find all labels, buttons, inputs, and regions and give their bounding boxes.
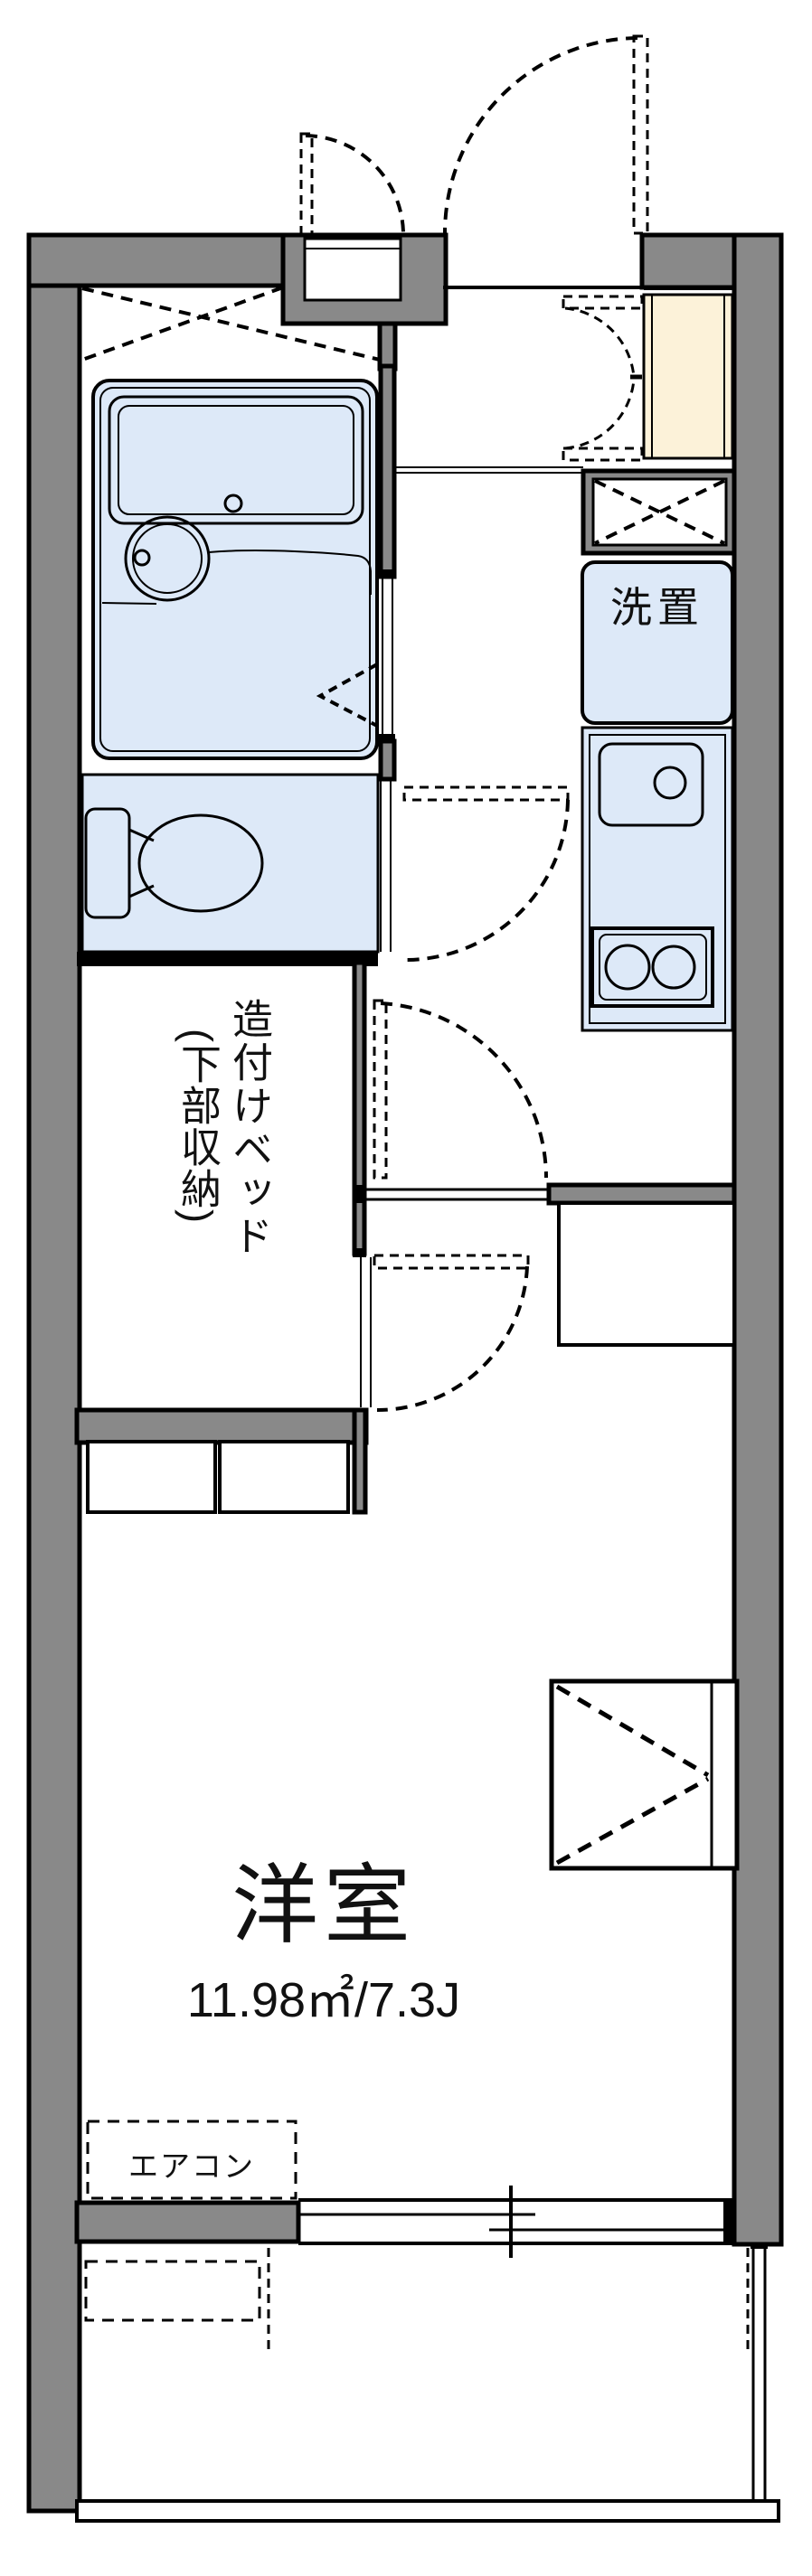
meter-box-door-leaf [299, 132, 314, 237]
room-door [373, 999, 548, 1180]
toilet-bowl [137, 813, 264, 913]
bath-side-wall-upper [378, 363, 397, 579]
outer-walls [26, 232, 784, 2514]
bath-floor-line [101, 602, 157, 605]
room-name-label: 洋室 [231, 1857, 416, 1954]
balcony [75, 2242, 780, 2523]
hall-room-wall [353, 1182, 737, 1347]
balcony-wall-cap [751, 2242, 768, 2249]
toilet-joint-bottom [128, 884, 155, 898]
gas-stove-inner [599, 934, 707, 1001]
stove-burner-right [651, 945, 696, 990]
entrance-door-arc [443, 36, 638, 234]
closet-chevron-2 [555, 1776, 710, 1866]
bed-bottom-wall-stub [352, 1407, 368, 1515]
bed-wall-cap [353, 1248, 366, 1257]
gas-stove [590, 926, 714, 1008]
bathtub-inner [118, 405, 354, 515]
bed-nook-door [373, 1254, 530, 1413]
toilet-joint-top [128, 828, 155, 842]
toilet-room [80, 773, 380, 954]
x-line-1 [81, 287, 381, 362]
balcony-floor-edge [75, 2499, 780, 2523]
bed-bottom-wall [74, 1407, 369, 1445]
aircon-label: エアコン [128, 2149, 255, 2183]
kitchen-faucet [653, 766, 687, 800]
shoe-cabinet-body [642, 293, 734, 460]
hall-side-cabinet [557, 1201, 736, 1347]
wall-right [732, 232, 784, 2247]
under-bed-storage-left [86, 1440, 217, 1514]
bed-nook-label: 造付けベッド [226, 998, 272, 1258]
bath-door-cap-bottom [379, 734, 395, 743]
wall-left [26, 232, 82, 2514]
bath-room [91, 379, 379, 760]
shoe-door-leaf-top [562, 295, 644, 310]
bath-counter-edge [208, 550, 372, 595]
shoe-door-arc-bottom [564, 379, 636, 450]
bathtub-drain [223, 494, 243, 513]
wall-bottom-left [74, 2200, 301, 2244]
room-door-leaf [373, 999, 388, 1180]
aircon-outdoor-box [84, 2260, 261, 2322]
bed-door-leaf [373, 1254, 530, 1270]
bath-folding-door [316, 663, 378, 728]
washbasin-faucet [133, 549, 151, 567]
wall-top-left [26, 232, 308, 288]
meter-box-door-arc [305, 134, 405, 234]
toilet-tank [84, 807, 131, 919]
toilet-door-arc [404, 799, 570, 962]
bed-door-arc [376, 1265, 529, 1413]
storage-x-1 [594, 479, 725, 545]
kitchen [581, 726, 734, 1032]
bed-nook-sublabel: (下部収納) [175, 1029, 221, 1224]
overhead-storage-box [581, 468, 737, 556]
shoe-cabinet [562, 288, 734, 462]
aircon-indoor-box [86, 2120, 297, 2200]
washer-space-label: 洗置 [610, 584, 704, 631]
bathroom [91, 379, 379, 760]
closet-chevron-1 [555, 1684, 710, 1778]
room-size-label: 11.98㎡/7.3J [186, 1973, 461, 2027]
entrance-door [443, 34, 649, 235]
closet-body [549, 1678, 740, 1871]
hall-wall-gray [546, 1182, 737, 1206]
overhead-storage-bath [81, 286, 381, 362]
wet-area-partitions [378, 363, 583, 952]
shoe-door-arc-top [564, 306, 636, 378]
bed-right-wall [352, 960, 367, 1256]
shoe-door-leaf-bottom [562, 447, 644, 462]
window-end-cap [723, 2198, 736, 2245]
kitchen-counter-inner [589, 734, 726, 1024]
bed-nook-walls [74, 952, 378, 1515]
entrance-door-leaf [632, 34, 649, 235]
bathtub [108, 395, 364, 525]
storage-closet [549, 1678, 740, 1871]
sliding-window [298, 2186, 736, 2258]
washer-space [581, 560, 734, 725]
toilet-floor [80, 773, 380, 954]
storage-x-2 [594, 479, 725, 545]
washbasin-inner [132, 523, 203, 594]
meter-box [299, 132, 405, 302]
wall-stub-bath-top [377, 321, 398, 371]
under-bed-storage-right [218, 1440, 350, 1514]
toilet-door [402, 785, 570, 962]
threshold-end-cap [353, 1185, 366, 1203]
toilet-bottom-wall [77, 952, 378, 966]
bath-door-cap-top [379, 569, 395, 578]
toilet-door-leaf [402, 785, 570, 802]
x-line-2 [81, 286, 284, 362]
kitchen-sink [598, 742, 704, 827]
room-door-arc [380, 1001, 548, 1179]
stove-burner-left [604, 944, 651, 991]
bath-side-wall-lower [378, 738, 397, 782]
washbasin [124, 515, 211, 602]
